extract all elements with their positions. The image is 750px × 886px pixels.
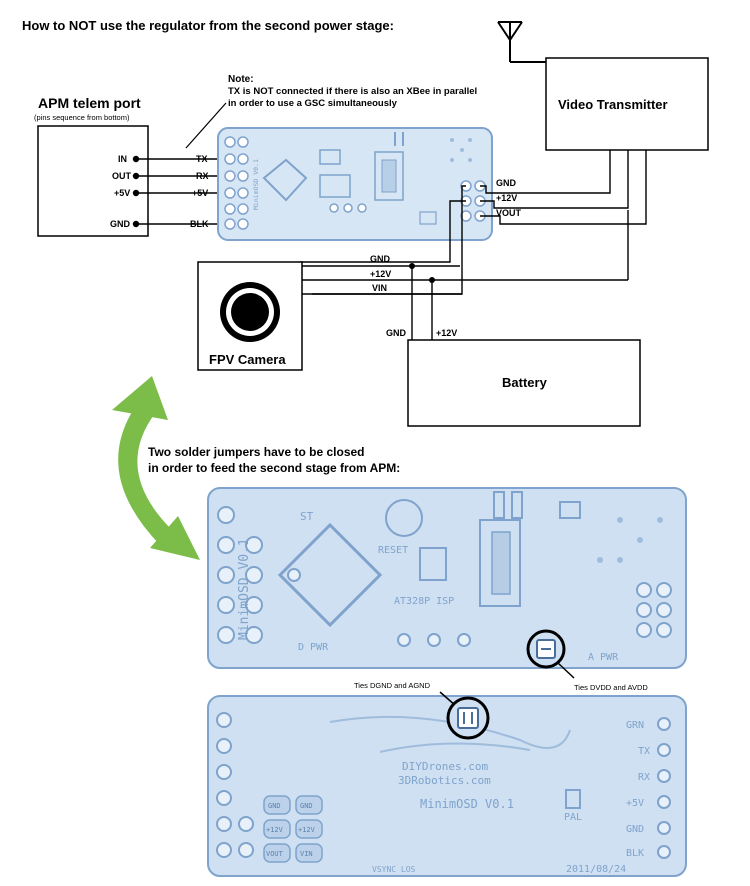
apm-title: APM telem port	[38, 95, 141, 111]
big-board-chip: AT328P ISP	[394, 596, 454, 607]
apm-osd-wires	[132, 155, 226, 228]
vtx-pin-gnd: GND	[496, 178, 517, 188]
bottom-pin-gnd: GND	[626, 824, 644, 835]
note-line-1: TX is NOT connected if there is also an …	[228, 86, 477, 97]
osd-pin-blk: BLK	[190, 219, 209, 229]
annotation-dgnd: Ties DGND and AGND	[354, 681, 431, 690]
battery-wire-12v: +12V	[436, 328, 457, 338]
bottom-board-pal: PAL	[564, 812, 582, 823]
camera-wire-12v: +12V	[370, 269, 391, 279]
battery-wire-gnd: GND	[386, 328, 407, 338]
osd-pin-5v: +5V	[192, 188, 208, 198]
camera-lens-icon	[220, 282, 280, 342]
bottom-board-label: MinimOSD V0.1	[420, 797, 514, 811]
antenna-icon	[497, 21, 546, 63]
note-pointer	[185, 102, 227, 149]
battery-label: Battery	[502, 375, 548, 390]
pad-12v-2: +12V	[298, 826, 316, 834]
jumper-dvdd-circle	[526, 629, 575, 679]
apm-subtitle: (pins sequence from bottom)	[34, 113, 130, 122]
pad-12v-1: +12V	[266, 826, 284, 834]
annotation-dvdd: Ties DVDD and AVDD	[574, 683, 648, 692]
double-arrow-icon	[112, 376, 200, 560]
video-transmitter-box	[545, 57, 709, 151]
minimosd-board-small: MinimOSD V0.1	[217, 127, 493, 241]
camera-wire-gnd: GND	[370, 254, 391, 264]
apm-pin-gnd: GND	[110, 219, 131, 229]
apm-pin-5v: +5V	[114, 188, 130, 198]
apm-pin-out: OUT	[112, 171, 132, 181]
video-transmitter-label: Video Transmitter	[558, 97, 668, 112]
bottom-pin-tx: TX	[638, 746, 650, 757]
pad-vin: VIN	[300, 850, 313, 858]
bottom-pin-grn: GRN	[626, 720, 644, 731]
pad-gnd-2: GND	[300, 802, 313, 810]
vtx-pin-12v: +12V	[496, 193, 517, 203]
osd-pin-tx: TX	[196, 154, 208, 164]
bottom-pin-5v: +5V	[626, 798, 644, 809]
pad-gnd-1: GND	[268, 802, 281, 810]
minimosd-board-top: MinimOSD V0.1 ST RESET AT328P ISP D PWR …	[207, 487, 687, 669]
big-board-apwr: A PWR	[588, 652, 619, 663]
bottom-pin-rx: RX	[638, 772, 650, 783]
minimosd-board-bottom: DIYDrones.com 3DRobotics.com MinimOSD V0…	[207, 695, 687, 877]
note-heading: Note:	[228, 74, 254, 85]
jumper-line-1: Two solder jumpers have to be closed	[148, 445, 365, 459]
apm-box	[37, 125, 149, 237]
big-board-label: MinimOSD V0.1	[237, 538, 252, 640]
jumper-dgnd-circle	[439, 691, 490, 740]
note-line-2: in order to use a GSC simultaneously	[228, 98, 398, 109]
camera-wires	[302, 210, 629, 340]
apm-pin-in: IN	[118, 154, 127, 164]
osd-pin-rx: RX	[196, 171, 209, 181]
big-board-reset: RESET	[378, 545, 408, 556]
small-board-label: MinimOSD V0.1	[252, 159, 260, 210]
bottom-board-site-1: DIYDrones.com	[402, 760, 488, 773]
big-board-dpwr: D PWR	[298, 642, 329, 653]
camera-wire-vin: VIN	[372, 283, 387, 293]
bottom-board-date: 2011/08/24	[566, 864, 626, 875]
battery-box	[407, 339, 641, 427]
bottom-board-vsync: VSYNC LOS	[372, 865, 416, 874]
camera-label: FPV Camera	[209, 352, 286, 367]
big-board-st: ST	[300, 510, 314, 523]
bottom-pin-blk: BLK	[626, 848, 644, 859]
pad-vout: VOUT	[266, 850, 284, 858]
jumper-line-2: in order to feed the second stage from A…	[148, 461, 400, 475]
bottom-board-site-2: 3DRobotics.com	[398, 774, 491, 787]
diagram-title: How to NOT use the regulator from the se…	[22, 18, 394, 33]
vtx-pin-vout: VOUT	[496, 208, 522, 218]
